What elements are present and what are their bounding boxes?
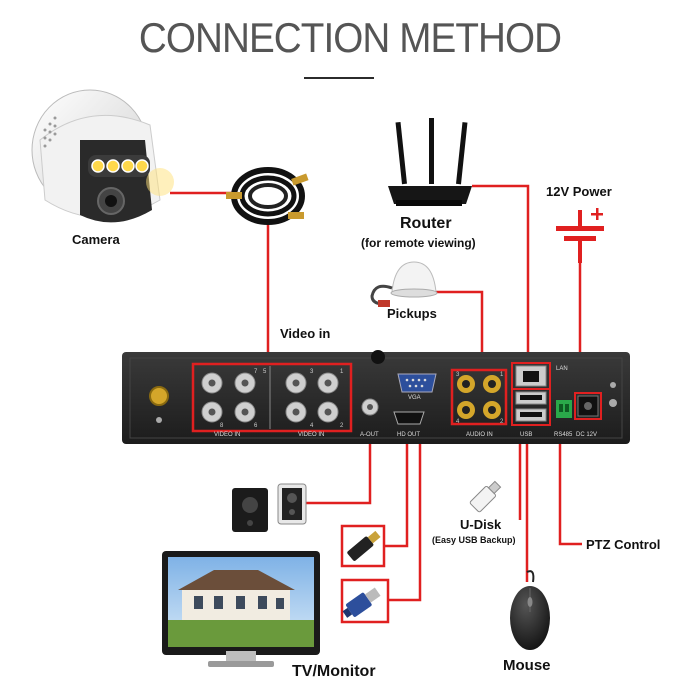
panel-rs485-label: RS485 <box>554 432 573 438</box>
vga-plug-icon <box>340 578 390 624</box>
pickups-label: Pickups <box>387 306 437 321</box>
monitor-icon <box>162 551 320 667</box>
page-title: CONNECTION METHOD <box>138 14 562 61</box>
panel-dc12v-label: DC 12V <box>576 432 598 438</box>
power-icon <box>556 208 604 263</box>
microphone-icon <box>370 261 438 307</box>
tv-monitor-label: TV/Monitor <box>292 663 376 680</box>
audio-channel-number: 1 <box>500 372 504 378</box>
panel-hdout-label: HD OUT <box>397 432 420 438</box>
mouse-icon <box>510 570 550 650</box>
channel-number: 4 <box>310 423 314 429</box>
camera-label: Camera <box>72 232 120 247</box>
audio-channel-number: 4 <box>456 419 460 425</box>
channel-number: 5 <box>263 369 267 375</box>
panel-aout-label: A-OUT <box>360 432 379 438</box>
channel-number: 3 <box>310 369 314 375</box>
panel-video-in-left-label: VIDEO IN <box>214 432 241 438</box>
hdmi-line <box>380 425 409 548</box>
dome-camera-icon <box>31 89 174 223</box>
router-icon <box>388 118 472 206</box>
dc-highlight <box>574 392 602 420</box>
channel-number: 2 <box>340 423 344 429</box>
pickup-to-audio-line <box>432 290 484 366</box>
title-underline <box>304 77 374 79</box>
power-label: 12V Power <box>546 184 612 199</box>
usb-highlight <box>511 388 551 426</box>
router-sublabel: (for remote viewing) <box>361 236 476 250</box>
audio-channel-number: 2 <box>500 419 504 425</box>
audio-channel-number: 3 <box>456 372 460 378</box>
router-to-lan-line <box>472 184 530 366</box>
udisk-label: U-Disk <box>460 517 502 532</box>
ptz-line <box>558 420 582 546</box>
usb-drive-icon <box>469 480 502 513</box>
vga-line <box>385 393 422 602</box>
panel-lan-label: LAN <box>556 366 568 372</box>
connection-lines <box>170 184 582 602</box>
hdmi-plug-icon <box>340 524 386 568</box>
panel-video-in-right-label: VIDEO IN <box>298 432 325 438</box>
ptz-label: PTZ Control <box>586 537 661 552</box>
video-in-highlight <box>191 362 353 433</box>
mouse-label: Mouse <box>503 657 551 674</box>
speaker-icon <box>232 483 307 532</box>
audio-in-highlight <box>450 368 508 426</box>
channel-number: 7 <box>254 369 258 375</box>
router-label: Router <box>400 215 452 232</box>
panel-audio-in-label: AUDIO IN <box>466 432 493 438</box>
channel-number: 1 <box>340 369 344 375</box>
channel-number: 6 <box>254 423 258 429</box>
dvr-back-panel <box>122 350 630 444</box>
audio-rca-connectors <box>457 375 501 419</box>
panel-vga-label: VGA <box>408 395 421 401</box>
udisk-sublabel: (Easy USB Backup) <box>432 535 516 545</box>
video-in-label: Video in <box>280 326 331 341</box>
channel-number: 8 <box>220 423 224 429</box>
panel-usb-label: USB <box>520 432 533 438</box>
coax-cable-icon <box>226 167 309 225</box>
